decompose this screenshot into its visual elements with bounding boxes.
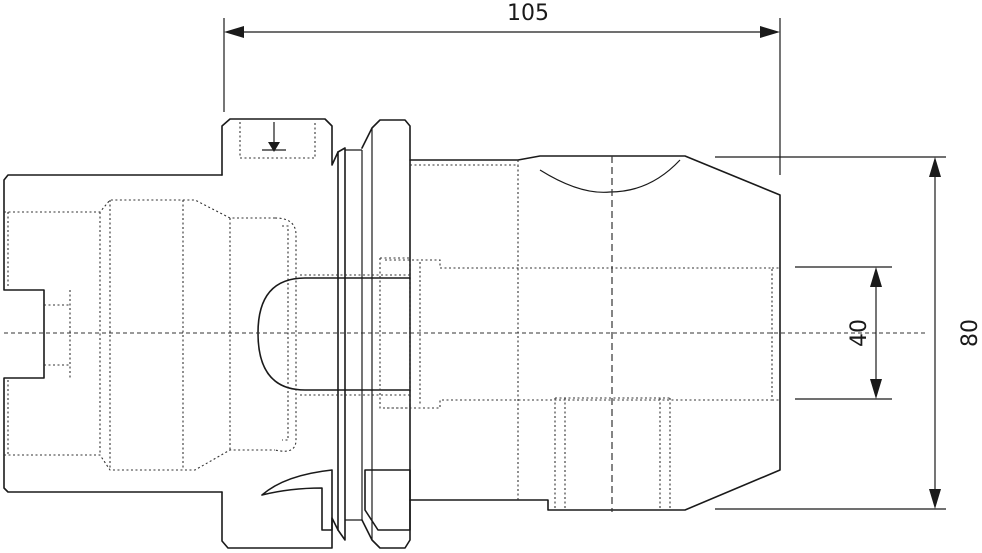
shank-slot-hidden [7, 212, 71, 455]
arrow-top-80 [929, 157, 941, 177]
bore-inner-hidden [379, 257, 410, 409]
arrow-top-40 [870, 267, 882, 287]
inner-bore-left-step [409, 262, 421, 406]
v-groove-lines [345, 128, 373, 540]
flange-notch-hidden [239, 122, 316, 159]
v-groove-right-edge [361, 119, 411, 549]
dim-label-bore-diameter: 40 [847, 319, 872, 347]
body-outline [409, 155, 781, 511]
key-left [261, 469, 333, 531]
body-step-hidden [410, 160, 519, 500]
dim-label-length: 105 [507, 1, 549, 26]
notch-arrow-head [268, 142, 280, 152]
shank-bore-hidden [4, 199, 275, 471]
dimension-bore-diameter: 40 [795, 266, 892, 400]
v-groove-left-edge [337, 147, 346, 541]
dimension-length: 105 [223, 1, 781, 175]
arrow-left-length [224, 26, 244, 38]
key-right [364, 469, 411, 531]
center-lines [4, 156, 925, 512]
arrow-right-length [760, 26, 780, 38]
inner-bore-hidden [385, 259, 773, 409]
cross-hole-arc [539, 159, 681, 193]
set-screw-hidden [554, 397, 671, 510]
dim-label-outer-diameter: 80 [958, 319, 982, 347]
holder-body [385, 155, 781, 511]
arrow-bottom-80 [929, 489, 941, 509]
arrow-bottom-40 [870, 379, 882, 399]
shank-outline [3, 174, 223, 493]
pocket-hidden [274, 217, 297, 452]
bore-round-end [257, 277, 411, 391]
taper-shank [3, 174, 297, 493]
shank-bore-vertical [99, 200, 231, 470]
dimension-outer-diameter: 80 [715, 156, 982, 510]
bore-top-hidden [300, 274, 410, 396]
bore-face-hidden [772, 267, 780, 401]
